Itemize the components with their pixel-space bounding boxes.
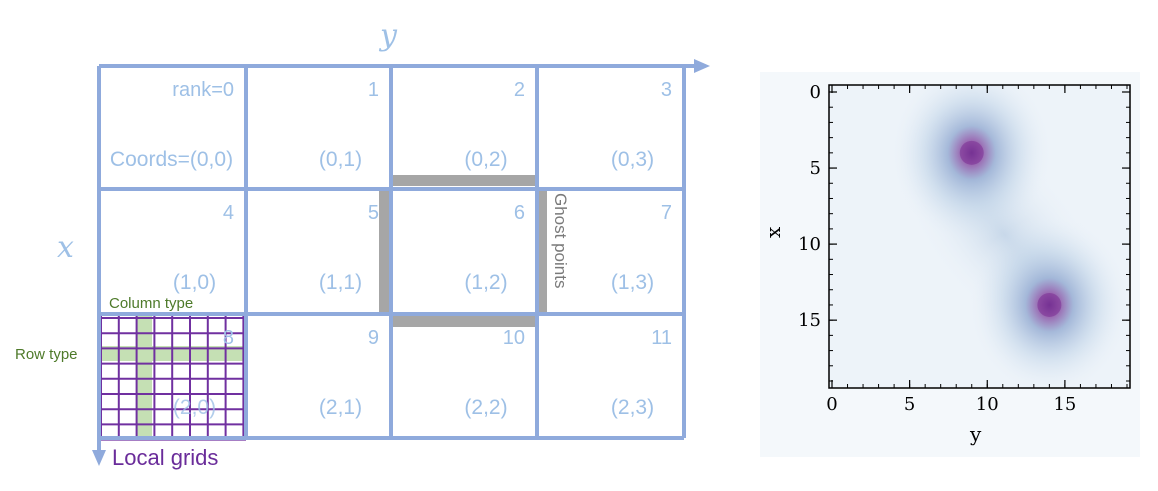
y-axis-arrow [99,59,710,73]
x-tick-label-15: 15 [1053,394,1076,415]
cell-rank-8: 8 [223,327,234,349]
cell-coords-3: (0,3) [611,148,654,171]
cell-rank-0: rank=0 [172,79,234,101]
local-grids-label: Local grids [112,445,218,470]
cell-rank-9: 9 [368,327,379,349]
row-type-label: Row type [15,346,78,363]
heatmap-peak-core-0 [959,140,984,165]
cell-coords-5: (1,1) [319,271,362,294]
y-tick-label-5: 5 [810,158,821,179]
x-tick-label-0: 0 [826,394,837,415]
column-type-highlight [136,316,152,438]
ghost-bar-top [391,175,537,186]
cell-borders [97,64,686,440]
x-tick-label-10: 10 [976,394,999,415]
cell-rank-11: 11 [651,327,672,349]
cell-coords-4: (1,0) [173,271,216,294]
cell-rank-4: 4 [223,202,234,224]
cell-rank-2: 2 [514,79,525,101]
column-type-label: Column type [109,295,193,312]
x-tick-label-5: 5 [904,394,915,415]
cell-rank-10: 10 [503,327,525,349]
cell-rank-7: 7 [661,202,672,224]
ghost-points-label: Ghost points [551,193,570,288]
cell-coords-2: (0,2) [464,148,507,171]
x-axis-arrow [92,438,106,466]
y-tick-label-10: 10 [798,234,821,255]
cell-rank-1: 1 [368,79,379,101]
cell-coords-9: (2,1) [319,396,362,419]
cell-rank-3: 3 [661,79,672,101]
local-grid-lines [100,316,246,441]
cell-coords-10: (2,2) [464,396,507,419]
plot-ticks: 0 5 10 15 0 5 10 15 [798,82,1130,415]
cell-coords-11: (2,3) [611,396,654,419]
cell-coords-8: (2,0) [173,396,216,419]
x-axis-label: x [57,230,74,265]
ghost-bar-right [537,189,547,314]
cell-rank-5: 5 [368,202,379,224]
cell-rank-6: 6 [514,202,525,224]
ghost-bar-left [379,189,389,314]
y-tick-label-0: 0 [810,82,821,103]
heatmap-peak-core-1 [1037,292,1062,317]
cell-coords-6: (1,2) [464,271,507,294]
heatmap-peaks [891,85,1130,388]
heatmap-plot: 0 5 10 15 0 5 10 15 y x [760,72,1140,457]
cell-coords-0: Coords=(0,0) [110,148,233,171]
ghost-bar-bottom [391,316,537,327]
ghost-points-region [379,175,547,327]
plot-frame [828,84,1131,389]
y-axis-label: y [378,18,398,53]
cell-coords-1: (0,1) [319,148,362,171]
plot-ylabel: x [761,226,785,238]
y-tick-label-15: 15 [798,310,821,331]
cell-coords-7: (1,3) [611,271,654,294]
plot-xlabel: y [969,422,982,446]
